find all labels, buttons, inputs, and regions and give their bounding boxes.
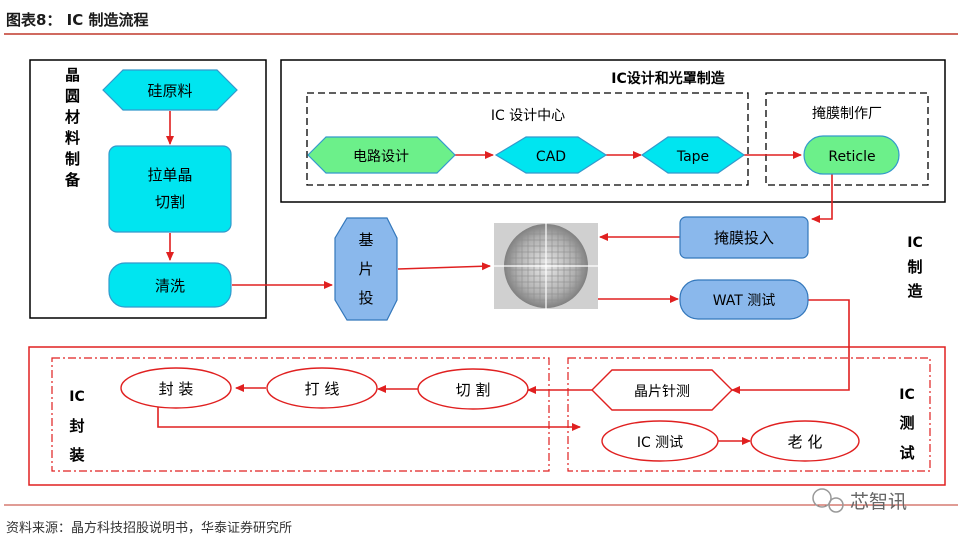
- node-label-silicon-raw: 硅原料: [147, 82, 192, 100]
- arrow-substrate-to-wafer: [397, 262, 491, 271]
- node-label-dicing: 切 割: [456, 381, 491, 399]
- node-label-substrate-2: 片: [358, 260, 373, 278]
- arrow-reticle-to-mask-input: [811, 172, 833, 223]
- section-wafer-material: [29, 59, 267, 319]
- node-crystal-pull: [108, 145, 232, 233]
- node-substrate-input: [334, 217, 398, 321]
- node-label-wat-test: WAT 测试: [713, 293, 776, 309]
- node-label-cleaning: 清洗: [155, 277, 185, 295]
- section-label-ic-manufacturing-3: 造: [907, 282, 922, 300]
- node-label-cad: CAD: [536, 149, 566, 165]
- watermark-text: 芯智讯: [850, 491, 907, 513]
- section-label-ic-design-mask: IC设计和光罩制造: [611, 70, 724, 87]
- node-label-tape: Tape: [676, 149, 709, 165]
- node-label-packaging: 封 装: [159, 380, 194, 398]
- section-ic-design-center: [306, 92, 749, 186]
- node-packaging: [120, 367, 232, 409]
- node-label-crystal-pull-2: 切割: [155, 193, 185, 211]
- node-label-ic-test: IC 测试: [637, 435, 683, 451]
- node-silicon-raw: [102, 69, 238, 111]
- node-tape: [640, 136, 746, 174]
- section-label-ic-design-center: IC 设计中心: [491, 108, 565, 124]
- arrow-wat-to-probe: [731, 299, 850, 394]
- source-note: 资料来源：晶方科技招股说明书，华泰证券研究所: [6, 520, 292, 536]
- node-circuit-design: [307, 136, 456, 174]
- node-label-circuit-design: 电路设计: [353, 149, 409, 165]
- section-mask-factory: [765, 92, 929, 186]
- section-label-wafer-material: 晶圆材料制备: [63, 67, 81, 193]
- section-label-mask-factory: 掩膜制作厂: [812, 106, 882, 122]
- node-wafer-probe: [591, 369, 733, 411]
- node-burn-in: [750, 420, 860, 462]
- node-label-burn-in: 老 化: [788, 433, 823, 451]
- section-label-ic-testing-2: 测: [899, 414, 914, 432]
- node-cad: [494, 136, 608, 174]
- node-mask-input: [679, 216, 809, 259]
- section-label-ic-manufacturing-2: 制: [907, 258, 922, 276]
- node-label-wafer-probe: 晶片针测: [634, 384, 690, 400]
- node-label-substrate-1: 基: [358, 231, 373, 249]
- section-package-test: [28, 346, 946, 486]
- section-label-ic-packaging-2: 封: [69, 417, 84, 435]
- section-label-ic-testing-1: IC: [899, 387, 914, 403]
- section-label-ic-testing-3: 试: [899, 444, 914, 462]
- node-wire-bonding: [266, 367, 378, 409]
- wechat-icon: [812, 488, 832, 508]
- node-label-reticle: Reticle: [828, 149, 875, 165]
- section-ic-testing: [567, 357, 931, 472]
- watermark: 芯智讯: [812, 488, 907, 513]
- node-label-mask-input: 掩膜投入: [714, 229, 774, 247]
- node-dicing: [417, 368, 529, 410]
- section-label-ic-packaging-1: IC: [69, 389, 84, 405]
- node-cleaning: [108, 262, 232, 308]
- section-ic-packaging: [51, 357, 550, 472]
- section-ic-design-mask: [280, 59, 946, 203]
- wafer-image: [494, 223, 598, 309]
- node-label-crystal-pull-1: 拉单晶: [147, 166, 192, 184]
- node-ic-test: [601, 420, 719, 462]
- node-reticle: [803, 135, 900, 175]
- wechat-icon-small: [828, 497, 844, 513]
- section-label-ic-manufacturing-1: IC: [907, 235, 922, 251]
- page-title: 图表8： IC 制造流程: [6, 11, 148, 29]
- node-wat-test: [679, 279, 809, 320]
- arrow-packaging-to-test: [157, 400, 581, 431]
- node-label-substrate-3: 投: [358, 289, 373, 307]
- flow-arrows: [157, 111, 850, 445]
- section-label-ic-packaging-3: 装: [68, 446, 85, 464]
- node-label-wire-bonding: 打 线: [305, 380, 340, 398]
